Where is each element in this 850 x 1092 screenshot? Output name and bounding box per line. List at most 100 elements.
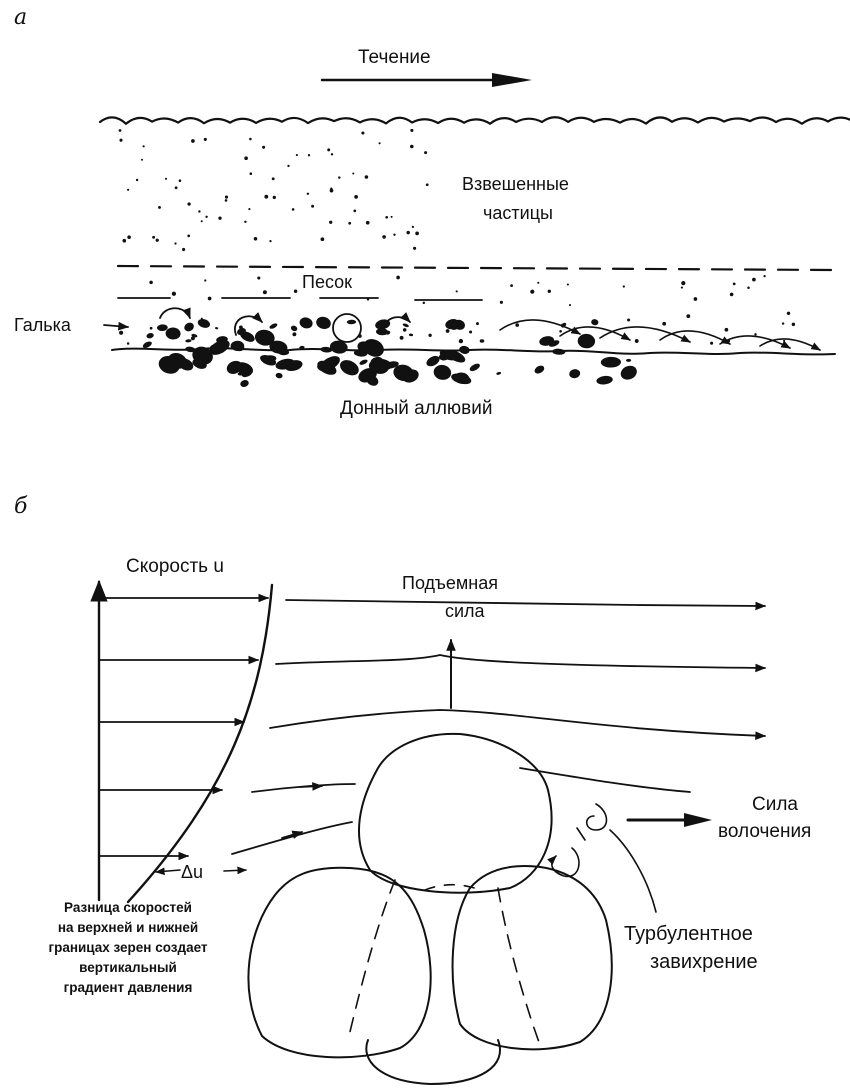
suspended-particle	[361, 131, 364, 134]
gradient-note-line4: вертикальный	[79, 960, 177, 975]
suspended-particle	[205, 216, 207, 218]
suspended-label-line1: Взвешенные	[462, 174, 569, 194]
hidden-grain-edge	[498, 888, 540, 1045]
panel-b-letter: б	[14, 494, 28, 519]
suspended-particle	[385, 216, 388, 219]
suspended-particle	[165, 178, 167, 180]
turbulence-label-line1: Турбулентное	[624, 923, 753, 945]
sand-grain	[548, 290, 551, 293]
water-surface	[100, 117, 850, 123]
suspended-particle	[426, 183, 429, 186]
suspended-particle	[391, 216, 393, 218]
sand-layer-dashes	[118, 298, 482, 300]
pebble	[619, 363, 640, 382]
sand-grain	[500, 301, 503, 304]
sand-grain	[747, 287, 750, 290]
sand-grain	[515, 323, 519, 327]
suspended-particle	[156, 239, 159, 242]
eddy-arrow-icon	[333, 314, 361, 342]
sand-grain	[149, 281, 153, 285]
pebble-pointer-arrow	[104, 325, 128, 327]
suspended-particle	[174, 242, 176, 244]
panel-a: a Течение Взвешенные частицы Песок Гальк…	[14, 5, 850, 419]
pebble	[157, 324, 168, 331]
suspended-particle	[311, 205, 314, 208]
suspended-particle	[292, 208, 295, 211]
suspended-particle	[269, 240, 271, 242]
sand-grain	[530, 290, 534, 294]
suspended-particle	[366, 221, 370, 225]
suspended-particle	[248, 208, 250, 210]
turbulence-label-line2: завихрение	[650, 951, 758, 973]
suspended-particle	[329, 221, 332, 224]
bottom-grain-outline	[366, 1040, 500, 1084]
gradient-note-line5: градиент давления	[64, 980, 193, 995]
sand-grain	[567, 283, 569, 285]
gradient-note-line3: границах зерен создает	[48, 940, 207, 955]
sand-grain	[569, 304, 571, 306]
suspended-particle	[198, 210, 200, 212]
sand-grain	[428, 334, 431, 337]
upper-grain	[359, 734, 552, 893]
panel-a-letter: a	[14, 5, 27, 30]
suspended-particle	[204, 138, 207, 141]
pebble	[577, 333, 595, 349]
suspended-particle	[264, 195, 268, 199]
turbulence-pointer-line	[610, 830, 656, 912]
pebble	[359, 358, 369, 365]
sand-grain	[400, 336, 404, 340]
suspended-particle	[249, 138, 252, 141]
pebble-label: Галька	[14, 315, 72, 335]
sand-grain	[423, 302, 425, 304]
suspended-particle	[410, 145, 414, 149]
suspended-particle	[127, 189, 129, 191]
sand-grain	[469, 330, 472, 333]
eddy-arrow-icon	[552, 848, 579, 876]
pebble	[360, 336, 387, 361]
sand-grain	[733, 283, 736, 286]
pebble	[275, 372, 283, 379]
sand-grain	[623, 285, 625, 287]
sand-grain	[208, 297, 212, 301]
suspended-particle	[273, 196, 276, 199]
suspension-boundary-line	[118, 266, 836, 270]
suspended-particle	[348, 222, 351, 225]
suspended-particle	[393, 234, 395, 236]
suspended-particle	[354, 195, 358, 199]
flow-arrow-icon	[322, 73, 532, 87]
suspended-particle	[225, 196, 228, 199]
sand-grain	[681, 281, 685, 285]
suspended-particle	[262, 146, 265, 149]
sand-grain	[783, 340, 785, 342]
suspended-particle	[272, 177, 275, 180]
pebble	[278, 350, 289, 356]
suspended-particle	[119, 139, 122, 142]
sand-grain	[787, 312, 790, 315]
pebble	[409, 333, 414, 336]
pebble	[298, 316, 314, 330]
suspended-particle	[379, 142, 381, 144]
suspended-particle	[287, 165, 289, 167]
suspended-particle	[182, 248, 185, 251]
sand-grain	[119, 331, 123, 335]
delta-u-annotation: Δu	[156, 862, 246, 882]
pebble	[432, 363, 452, 381]
pebble	[185, 339, 191, 343]
sand-grain	[294, 289, 297, 292]
suspended-particle	[338, 176, 340, 178]
sand-grain	[367, 298, 369, 300]
flow-label: Течение	[358, 47, 431, 68]
sand-grain	[792, 323, 795, 326]
suspended-particle	[424, 151, 427, 154]
suspended-particle	[179, 179, 182, 182]
sand-grain	[127, 342, 130, 345]
suspended-particle	[415, 232, 419, 236]
hidden-grain-edge	[348, 880, 395, 1040]
sand-grain	[476, 322, 479, 325]
drag-label-line1: Сила	[752, 794, 798, 815]
gradient-note-line2: на верхней и нижней	[58, 920, 198, 935]
suspended-particle	[191, 139, 195, 143]
sand-grains	[119, 275, 795, 345]
sand-grain	[752, 278, 756, 282]
sand-grain	[559, 330, 562, 333]
